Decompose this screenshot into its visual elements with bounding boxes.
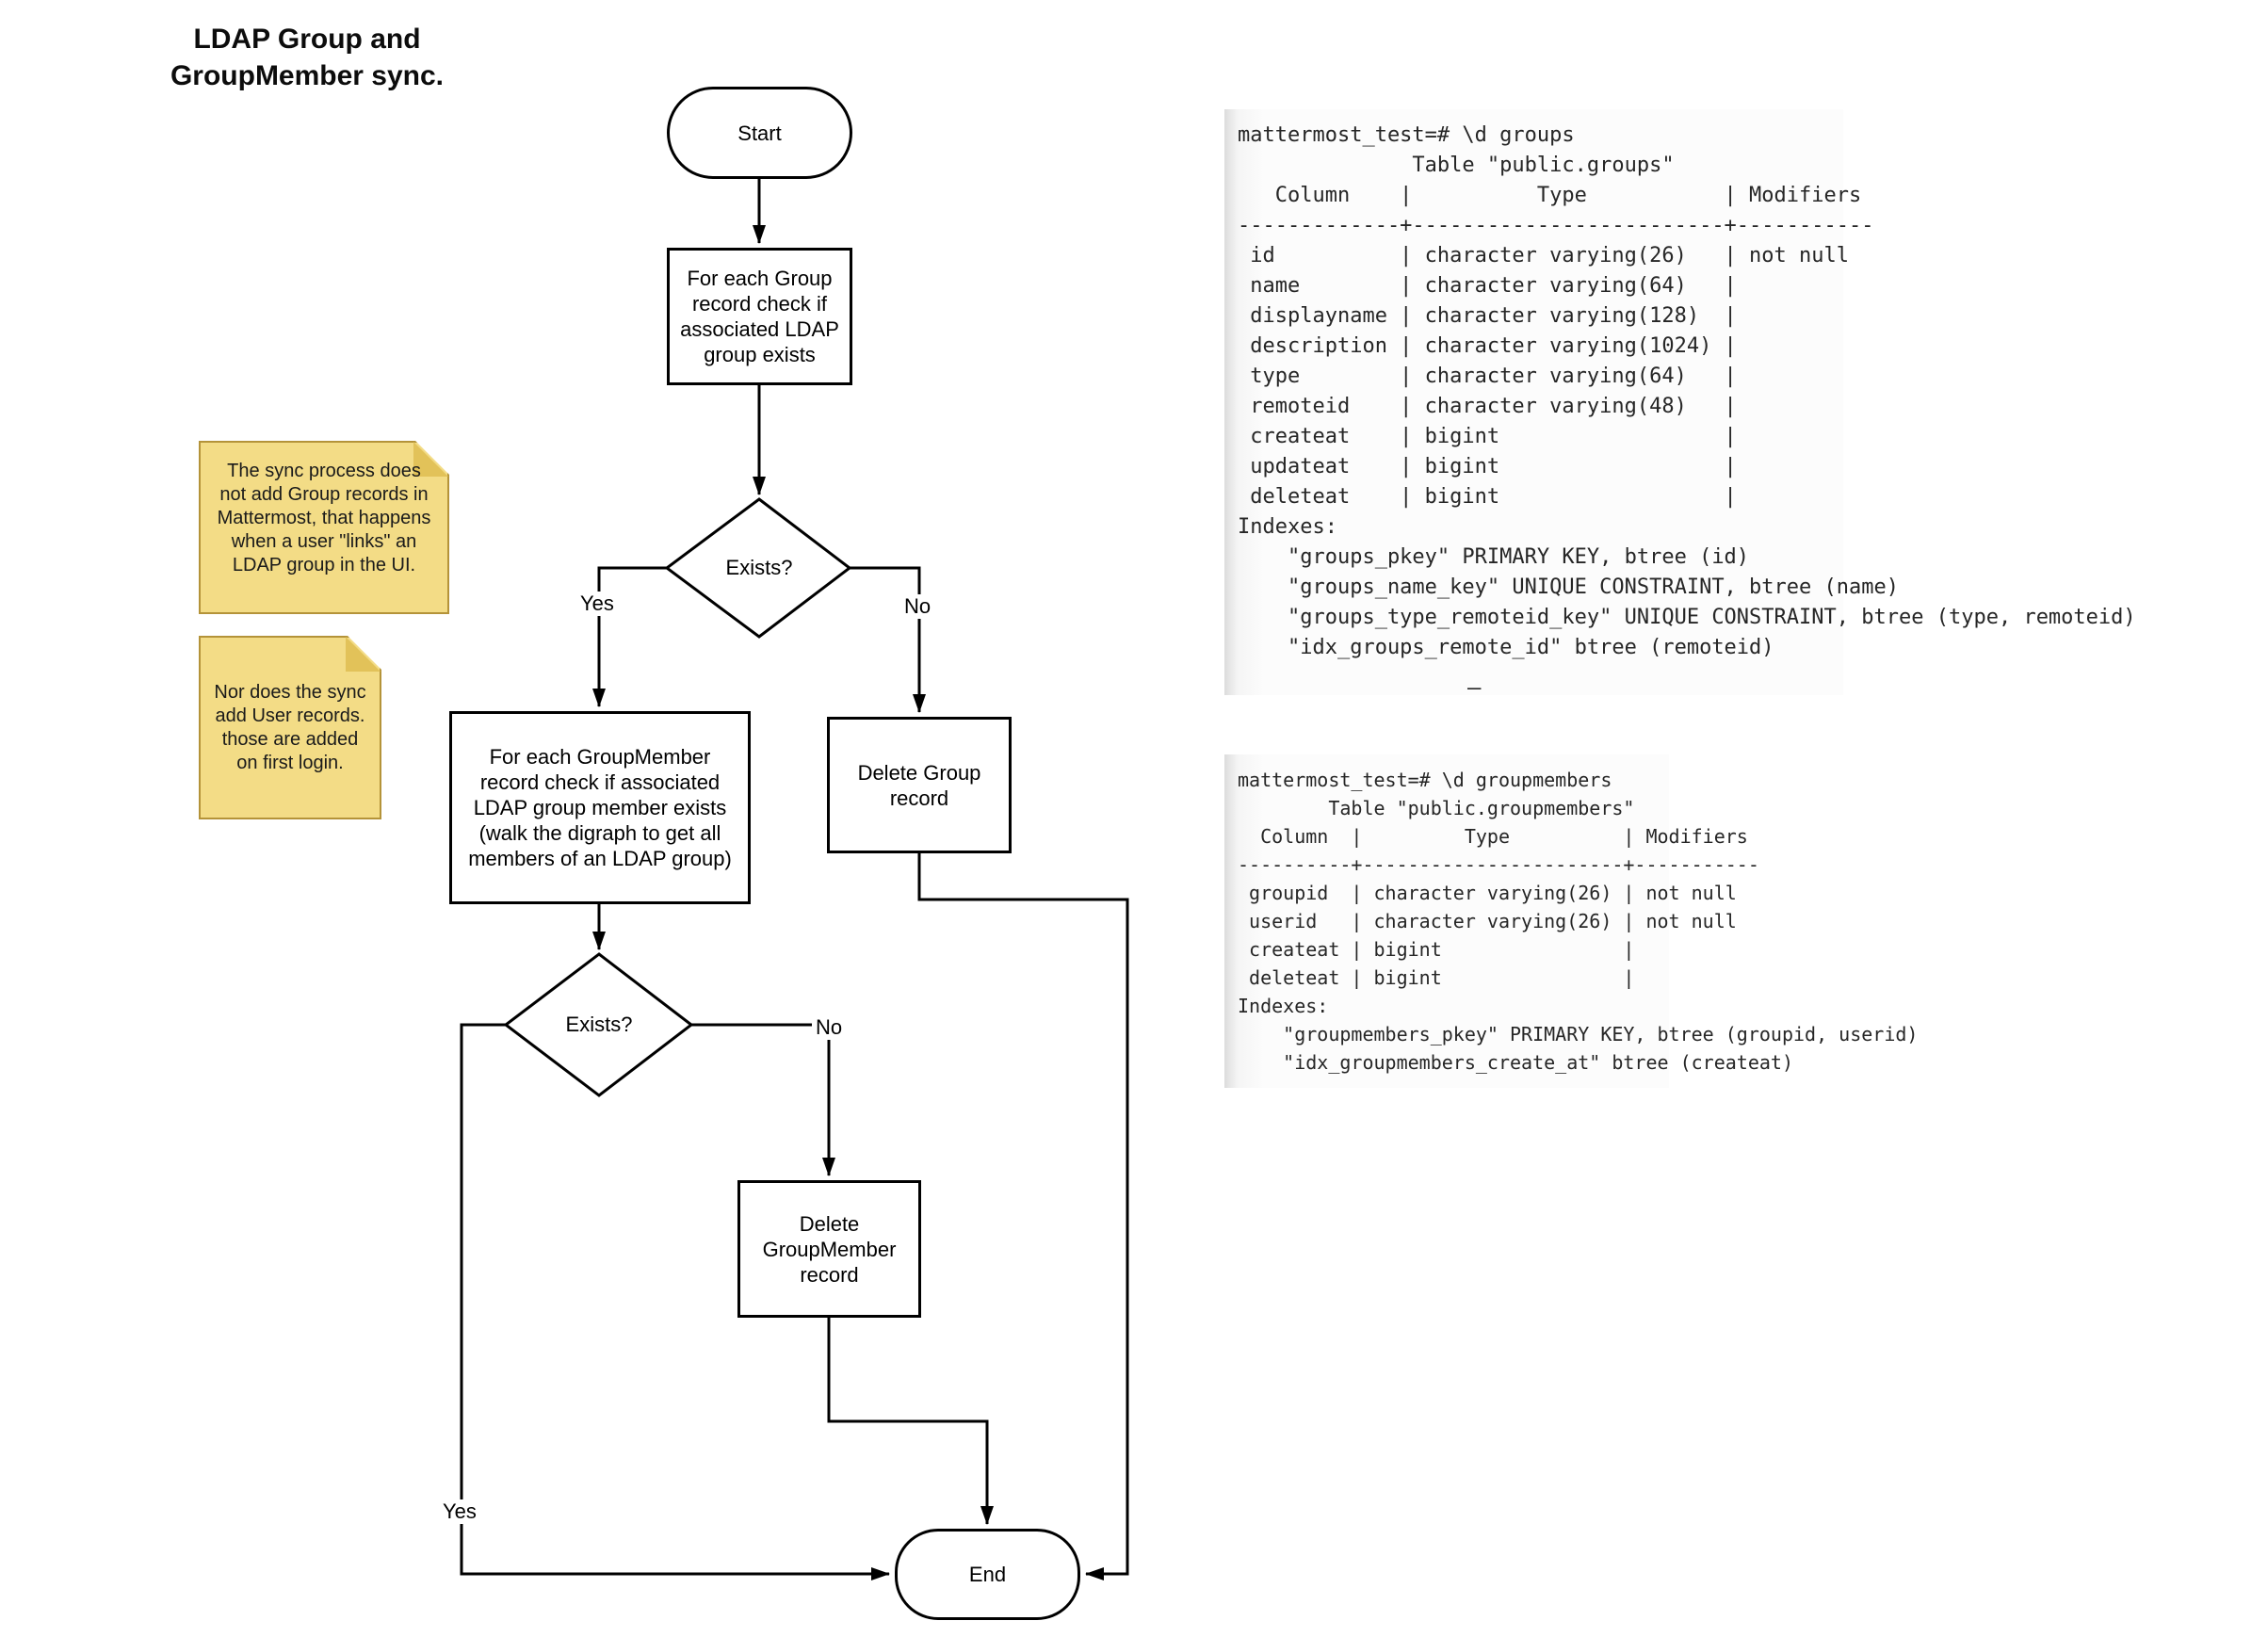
sticky-note-user-records: Nor does the sync add User records. thos…	[199, 636, 381, 819]
delete-groupmember-node: Delete GroupMember record	[737, 1180, 921, 1318]
sticky-note-group-records: The sync process does not add Group reco…	[199, 441, 449, 614]
edge-label-yes-2: Yes	[439, 1499, 480, 1524]
edge-deletegroupmember-to-end	[827, 1318, 994, 1525]
sticky-note-text: Nor does the sync add User records. thos…	[214, 681, 366, 773]
decision-member-exists-diamond	[503, 952, 694, 1097]
edge-exists1-yes-to-membercheck	[592, 566, 667, 707]
psql-output-groups-table: mattermost_test=# \d groups Table "publi…	[1224, 109, 2136, 695]
start-node: Start	[667, 87, 852, 179]
decision-group-exists-diamond	[664, 497, 852, 639]
diagram-title: LDAP Group and GroupMember sync.	[170, 24, 445, 91]
edge-label-no-2: No	[812, 1015, 847, 1040]
sticky-note-text: The sync process does not add Group reco…	[217, 461, 431, 575]
edge-label-yes-1: Yes	[576, 592, 618, 616]
decision-member-exists-label: Exists?	[565, 1013, 633, 1036]
decision-group-exists-label: Exists?	[725, 556, 793, 579]
delete-group-node: Delete Group record	[827, 717, 1012, 853]
terminal-cursor-dash: –	[1467, 674, 1482, 701]
process-group-check-node: For each Group record check if associate…	[667, 248, 852, 385]
edge-label-no-1: No	[900, 594, 935, 619]
edge-exists1-no-to-deletegroup	[850, 566, 926, 713]
end-node: End	[895, 1529, 1080, 1620]
edge-exists2-yes-to-end	[460, 1023, 890, 1580]
process-member-check-node: For each GroupMember record check if ass…	[449, 711, 751, 904]
edge-deletegroup-to-end	[917, 853, 1129, 1580]
edge-exists2-no-to-deletegroupmember	[691, 1023, 835, 1176]
psql-output-groupmembers-table: mattermost_test=# \d groupmembers Table …	[1224, 754, 1918, 1088]
